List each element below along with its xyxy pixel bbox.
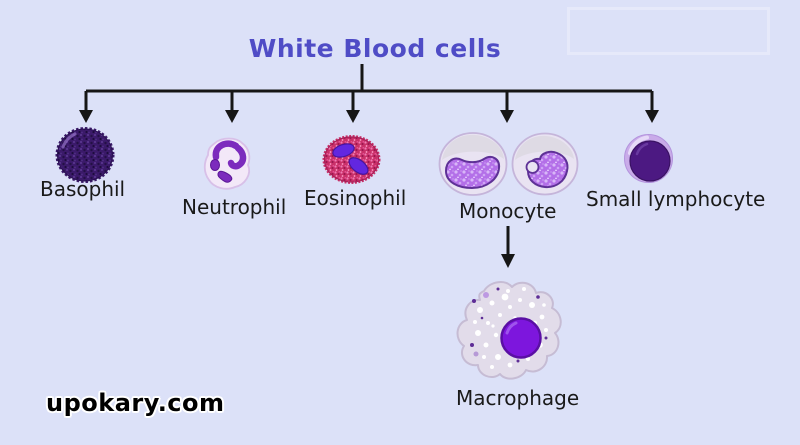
watermark-text: upokary.com — [46, 389, 225, 417]
label-neutrophil: Neutrophil — [182, 195, 287, 219]
arrowhead-icons — [79, 110, 659, 268]
basophil-cell-illustration — [55, 127, 115, 183]
background-highlight-box — [567, 7, 770, 55]
label-monocyte: Monocyte — [459, 199, 557, 223]
label-basophil: Basophil — [40, 177, 126, 201]
eosinophil-cell-illustration — [322, 135, 381, 184]
monocyte-cells-illustration — [438, 132, 579, 196]
macrophage-cell-illustration — [456, 281, 562, 380]
diagram-title: White Blood cells — [248, 34, 502, 63]
macrophage-granules — [470, 287, 548, 363]
neutrophil-cell-illustration — [203, 137, 251, 190]
label-small-lymphocyte: Small lymphocyte — [586, 187, 766, 211]
label-macrophage: Macrophage — [456, 386, 580, 410]
connector-lines — [84, 64, 654, 256]
monocyte-cell-left — [438, 132, 508, 196]
small-lymphocyte-cell-illustration — [624, 134, 673, 183]
label-eosinophil: Eosinophil — [304, 186, 407, 210]
monocyte-cell-right — [511, 132, 579, 196]
